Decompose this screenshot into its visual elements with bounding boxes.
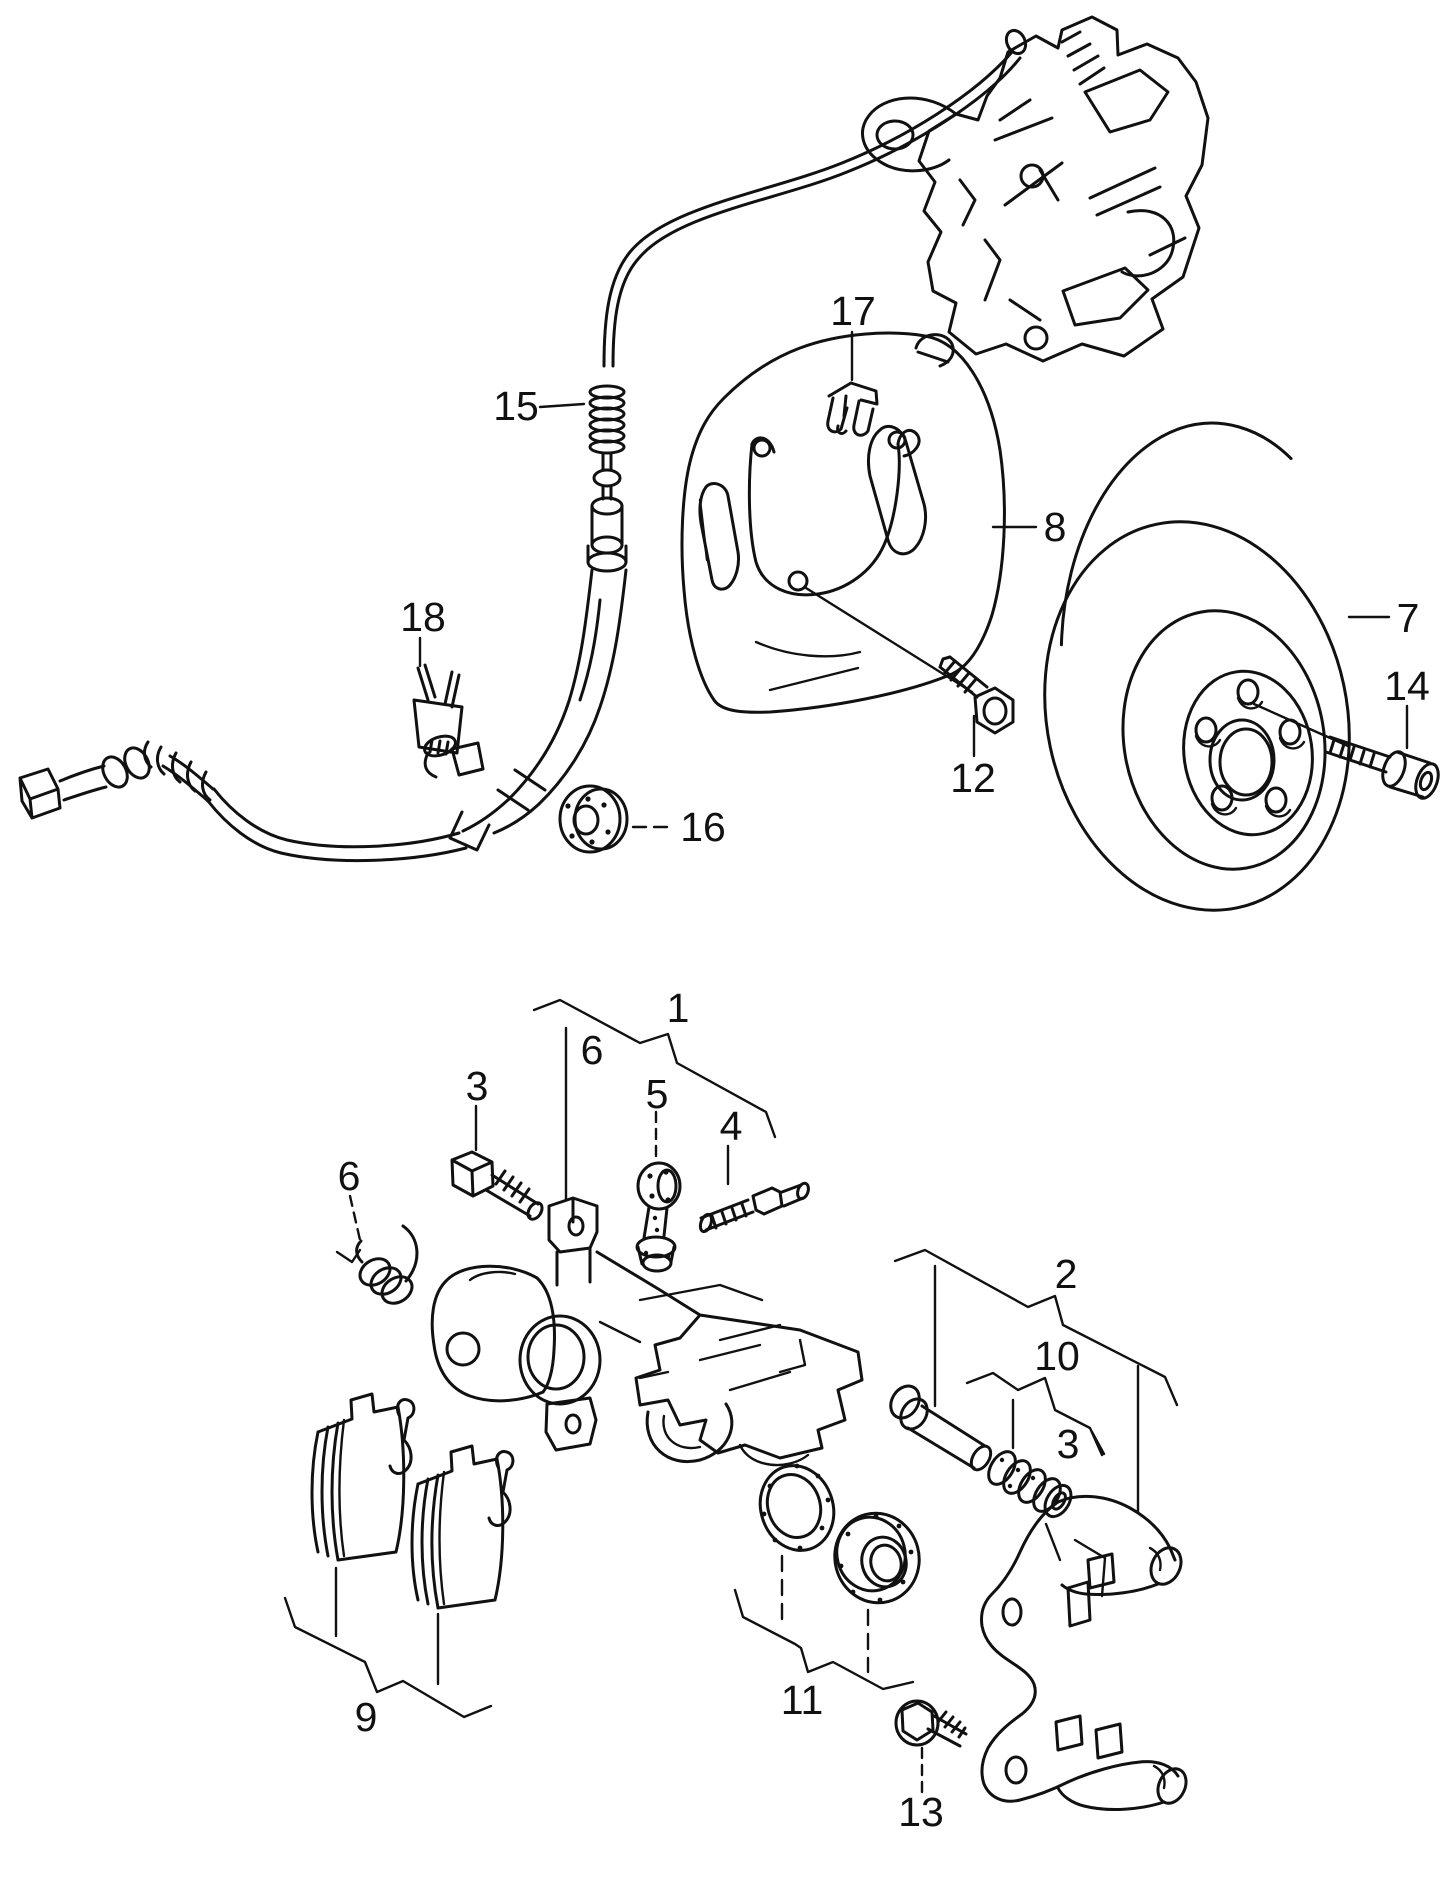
splash-plate <box>680 331 1006 714</box>
callout-5: 5 <box>646 1071 669 1117</box>
brake-pads <box>310 1392 515 1610</box>
splash-plate-bolt <box>938 655 1015 735</box>
parking-lever <box>635 1161 682 1273</box>
cable-clip-17 <box>826 381 879 437</box>
guide-pin-bushing <box>987 1450 1073 1519</box>
callout-3b: 3 <box>1057 1421 1080 1467</box>
callout-2: 2 <box>1055 1251 1078 1297</box>
wheel-bolt-holes <box>1194 678 1306 818</box>
callout-12: 12 <box>950 755 996 801</box>
brake-caliper-housing <box>430 1196 864 1467</box>
spring-clip <box>355 1224 419 1305</box>
callout-11: 11 <box>781 1677 824 1723</box>
callout-14: 14 <box>1384 663 1430 709</box>
leader-lines <box>283 330 1409 1794</box>
parking-brake-cable <box>18 28 1028 863</box>
adjuster-screw <box>698 1181 810 1234</box>
piston-seal-ring <box>758 1463 836 1552</box>
piston-boot-ring <box>833 1511 921 1605</box>
callout-16: 16 <box>680 804 726 850</box>
caliper-bolt-upper <box>450 1150 544 1221</box>
brake-disc <box>1043 421 1351 912</box>
cable-grommet <box>558 784 629 854</box>
callout-6a: 6 <box>581 1027 604 1073</box>
callout-4: 4 <box>720 1103 743 1149</box>
cable-adjuster <box>586 384 628 573</box>
carrier-bolt <box>894 1699 968 1748</box>
callout-17: 17 <box>830 288 876 334</box>
disc-screw <box>1324 735 1440 800</box>
cable-clip-18 <box>412 663 485 779</box>
callout-1: 1 <box>667 985 690 1031</box>
brake-pad-left <box>310 1392 416 1562</box>
callout-18: 18 <box>400 594 446 640</box>
caliper-assembly <box>861 15 1210 363</box>
callout-10: 10 <box>1034 1333 1080 1379</box>
brake-pad-right <box>410 1444 515 1610</box>
guide-pin <box>889 1384 993 1472</box>
callout-labels: 1 2 3 3 4 5 6 6 7 8 9 10 11 12 13 14 15 … <box>338 288 1430 1835</box>
callout-3a: 3 <box>466 1063 489 1109</box>
caliper-carrier <box>980 1494 1188 1811</box>
callout-8: 8 <box>1044 504 1067 550</box>
callout-15: 15 <box>493 383 539 429</box>
callout-6b: 6 <box>338 1153 361 1199</box>
callout-7: 7 <box>1397 595 1420 641</box>
callout-13: 13 <box>898 1789 944 1835</box>
callout-9: 9 <box>355 1694 378 1740</box>
